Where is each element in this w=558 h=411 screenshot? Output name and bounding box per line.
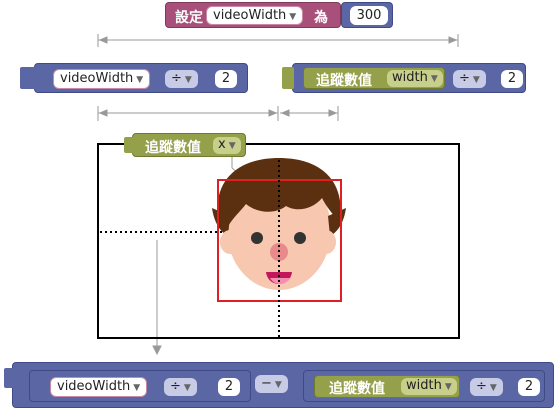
tracking-label: 追蹤數值 — [329, 381, 385, 397]
dropdown-arrow-icon: ▼ — [136, 75, 144, 85]
variable-name: videoWidth — [213, 8, 287, 23]
dropdown-arrow-icon: ▼ — [289, 12, 297, 22]
operator-dropdown[interactable]: ÷▼ — [470, 378, 503, 396]
minus-operator-dropdown[interactable]: −▼ — [255, 375, 288, 393]
dropdown-arrow-icon: ▼ — [489, 383, 497, 393]
block-connector — [124, 137, 134, 153]
dropdown-arrow-icon: ▼ — [274, 380, 282, 390]
block-connector — [4, 368, 14, 388]
tracking-value-block[interactable]: 追蹤數值 width▼ — [303, 67, 445, 89]
tracking-label: 追蹤數值 — [316, 73, 372, 89]
block-connector — [282, 67, 294, 89]
divide-block-right[interactable]: 追蹤數值 width▼ ÷▼ 2 — [303, 370, 545, 402]
variable-name: videoWidth — [60, 71, 134, 86]
divide-block-left[interactable]: videoWidth▼ ÷▼ 2 — [29, 370, 251, 402]
dropdown-arrow-icon: ▼ — [472, 75, 480, 85]
field-dropdown[interactable]: width▼ — [401, 378, 457, 395]
variable-name: videoWidth — [57, 379, 131, 394]
dropdown-arrow-icon: ▼ — [430, 74, 438, 84]
field-name: x — [218, 137, 226, 152]
field-name: width — [392, 70, 428, 85]
operator-symbol: ÷ — [476, 379, 487, 394]
block-connector — [20, 67, 36, 89]
tracking-x-block[interactable]: 追蹤數值 x▼ — [132, 133, 246, 157]
tracking-value-block[interactable]: 追蹤數值 width▼ — [314, 375, 460, 398]
divisor-number[interactable]: 2 — [518, 378, 540, 396]
number-value[interactable]: 300 — [350, 6, 388, 25]
operator-symbol: ÷ — [171, 71, 182, 86]
number-block[interactable]: 300 — [341, 2, 393, 28]
field-dropdown[interactable]: width▼ — [387, 70, 443, 87]
divisor-number[interactable]: 2 — [215, 70, 237, 88]
subtract-block[interactable]: videoWidth▼ ÷▼ 2 −▼ 追蹤數值 width▼ ÷▼ 2 — [12, 362, 554, 408]
videowidth-dropdown[interactable]: videoWidth▼ — [53, 69, 151, 89]
dropdown-arrow-icon: ▼ — [183, 383, 191, 393]
set-variable-block[interactable]: 設定 videoWidth▼ 為 — [165, 2, 341, 28]
set-label: 設定 — [175, 10, 203, 26]
divisor-number[interactable]: 2 — [218, 378, 240, 396]
set-to-label: 為 — [314, 10, 328, 26]
operator-symbol: ÷ — [170, 379, 181, 394]
videowidth-dropdown[interactable]: videoWidth▼ — [50, 377, 148, 397]
dropdown-arrow-icon: ▼ — [444, 382, 452, 392]
operator-dropdown[interactable]: ÷▼ — [453, 70, 486, 88]
divide-block-left[interactable]: videoWidth▼ ÷▼ 2 — [34, 63, 248, 93]
divide-block-right[interactable]: 追蹤數值 width▼ ÷▼ 2 — [292, 63, 526, 93]
dropdown-arrow-icon: ▼ — [133, 383, 141, 393]
operator-symbol: ÷ — [459, 71, 470, 86]
dropdown-arrow-icon: ▼ — [228, 141, 236, 151]
dropdown-arrow-icon: ▼ — [184, 75, 192, 85]
operator-dropdown[interactable]: ÷▼ — [164, 378, 197, 396]
tracking-label: 追蹤數值 — [145, 140, 201, 156]
video-frame — [97, 143, 460, 339]
minus-symbol: − — [261, 376, 272, 391]
field-name: width — [406, 378, 442, 393]
field-dropdown[interactable]: x▼ — [213, 137, 241, 154]
variable-dropdown[interactable]: videoWidth▼ — [206, 6, 304, 25]
operator-dropdown[interactable]: ÷▼ — [165, 70, 198, 88]
divisor-number[interactable]: 2 — [501, 70, 523, 88]
